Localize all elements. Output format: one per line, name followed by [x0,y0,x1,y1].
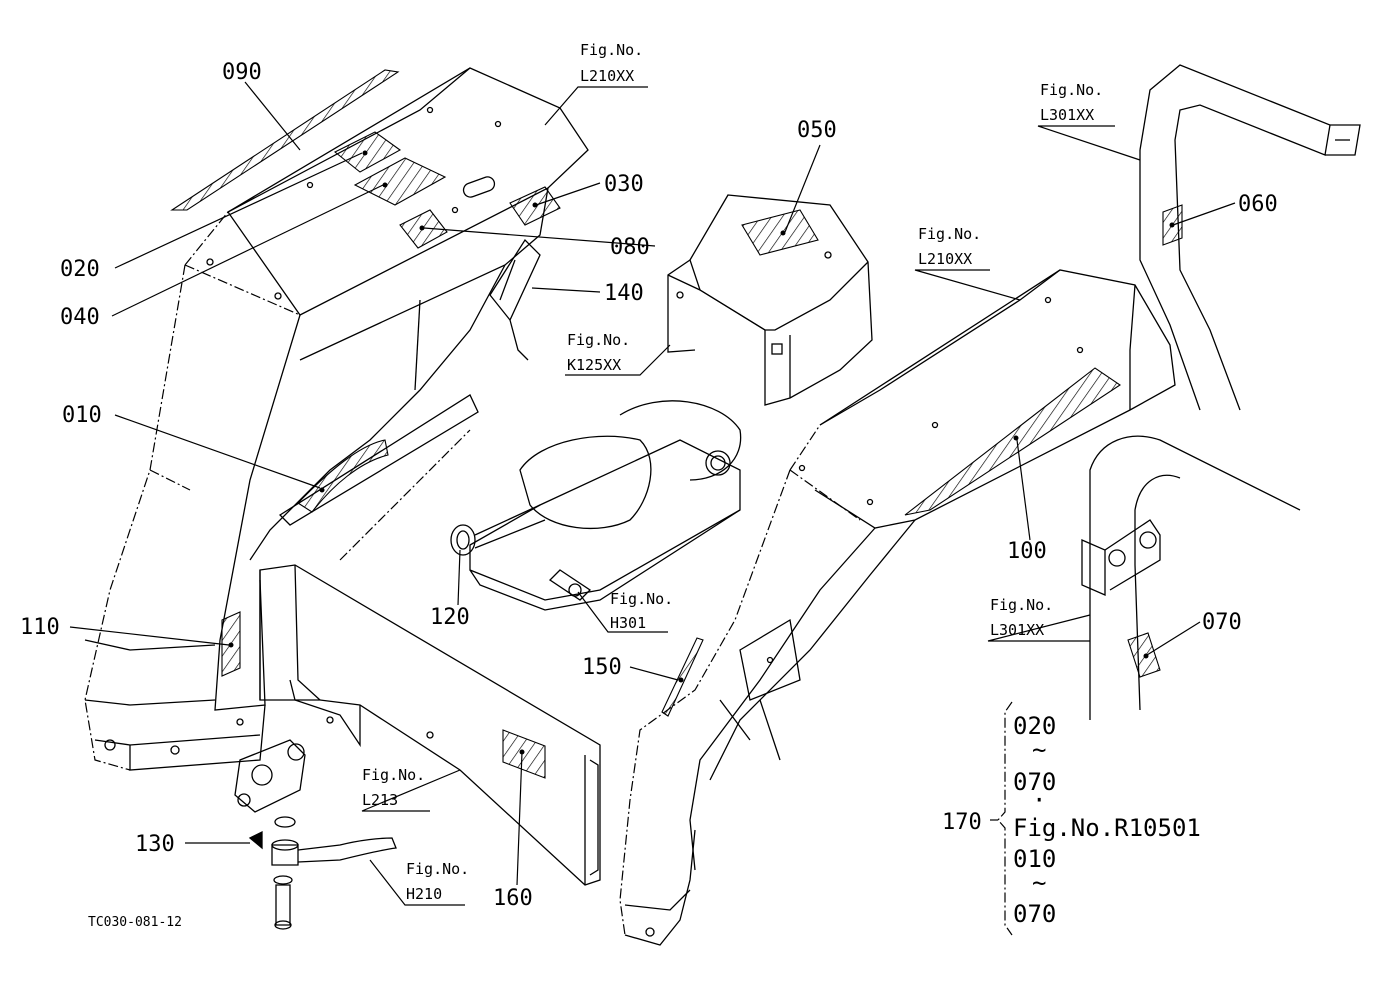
part-label-140: 140 [604,281,644,306]
rops-lower-drawing [1081,435,1301,720]
fig-ref-label: Fig.No. [406,860,469,878]
fig-ref-k125: K125XX [567,356,621,374]
figure-refs: Fig.No. L210XX Fig.No. L301XX Fig.No. L2… [362,41,1103,903]
set-note-sep: · [1032,786,1046,814]
fig-ref-label: Fig.No. [610,590,673,608]
fig-ref-label: Fig.No. [362,766,425,784]
part-label-090: 090 [222,60,262,85]
part-label-020: 020 [60,257,100,282]
rear-hitch-drawing [450,400,742,611]
fig-ref-label: Fig.No. [567,331,630,349]
rear-panel-drawing [259,564,601,886]
part-label-120: 120 [430,605,470,630]
fig-ref-h301: H301 [610,614,646,632]
set-note: 020 ~ 070 · Fig.No.R10501 010 ~ 070 [1013,712,1201,928]
right-fender-drawing [619,269,1176,946]
fig-ref-l301-top: L301XX [1040,106,1094,124]
set-note-line4: 010 [1013,845,1056,873]
fig-ref-l301-bottom: L301XX [990,621,1044,639]
part-label-030: 030 [604,172,644,197]
fig-ref-label: Fig.No. [580,41,643,59]
set-note-tilde1: ~ [1032,736,1046,764]
fig-ref-l213: L213 [362,791,398,809]
center-hood-drawing [667,194,873,406]
fig-ref-label: Fig.No. [990,596,1053,614]
fig-ref-h210: H210 [406,885,442,903]
part-label-150: 150 [582,655,622,680]
fig-ref-l210-right: L210XX [918,250,972,268]
part-label-080: 080 [610,235,650,260]
part-label-110: 110 [20,615,60,640]
valve-assembly-drawing [234,739,397,930]
fig-ref-l210-top: L210XX [580,67,634,85]
set-note-line5: 070 [1013,900,1056,928]
part-label-160: 160 [493,886,533,911]
part-label-070: 070 [1202,610,1242,635]
drawing-code: TC030-081-12 [88,915,182,930]
part-label-040: 040 [60,305,100,330]
set-note-line3: Fig.No.R10501 [1013,814,1201,842]
left-fender-drawing [84,67,589,771]
part-labels: 090 020 040 030 080 140 010 110 120 130 … [20,60,1278,911]
part-label-060: 060 [1238,192,1278,217]
part-label-010: 010 [62,403,102,428]
set-note-line2: 070 [1013,768,1056,796]
leader-lines [69,81,1236,936]
part-label-170: 170 [942,810,982,835]
set-note-tilde2: ~ [1032,869,1046,897]
part-label-050: 050 [797,118,837,143]
part-label-130: 130 [135,832,175,857]
part-label-100: 100 [1007,539,1047,564]
fig-ref-label: Fig.No. [1040,81,1103,99]
rops-top-drawing [1139,64,1361,411]
set-note-line1: 020 [1013,712,1056,740]
fig-ref-label: Fig.No. [918,225,981,243]
